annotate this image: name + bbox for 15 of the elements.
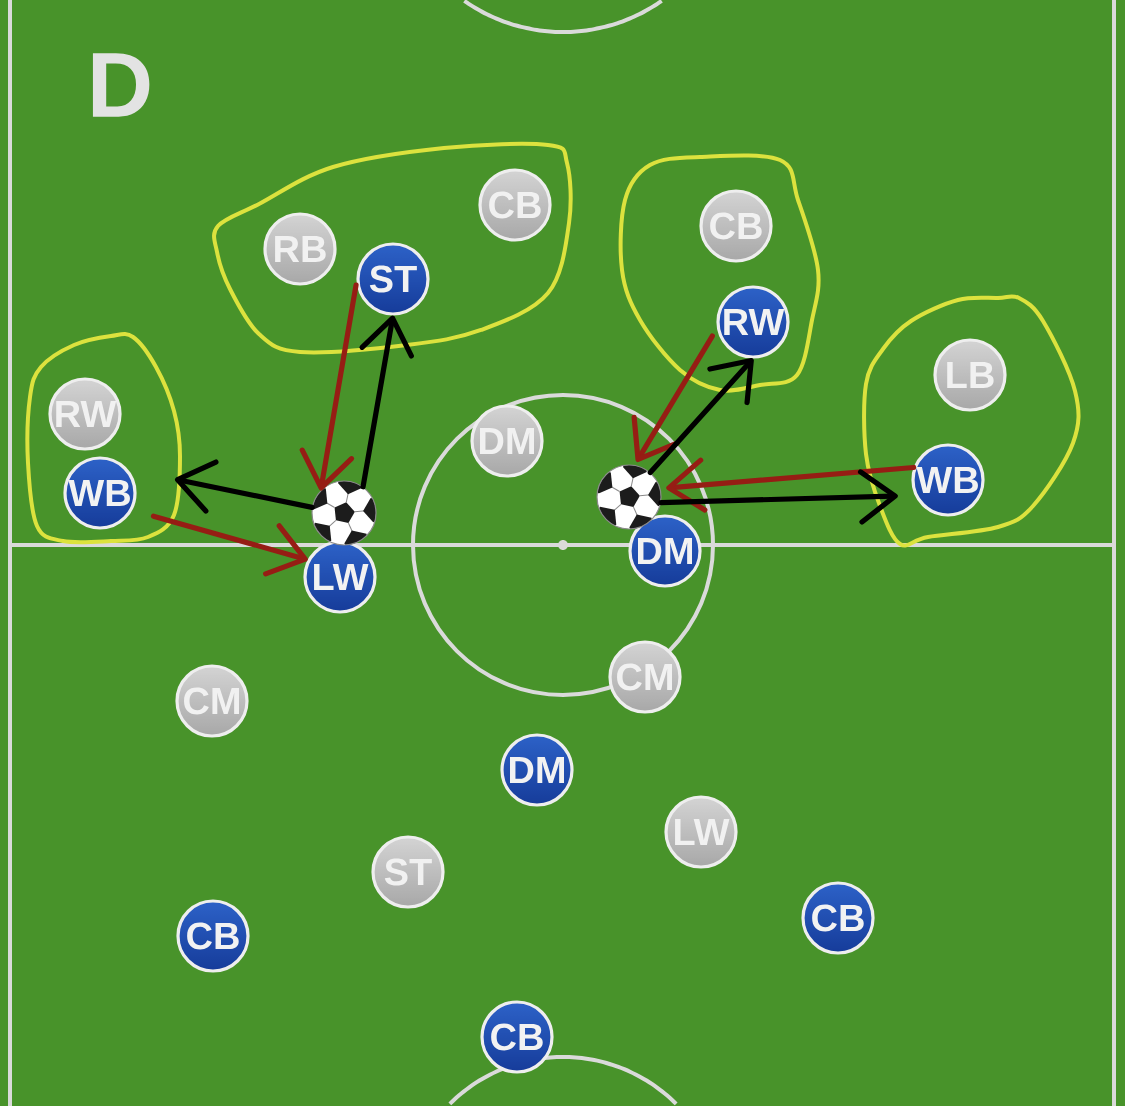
soccer-ball (311, 480, 377, 546)
arrow (658, 469, 898, 525)
highlight-loop (212, 141, 573, 355)
highlight-loop (618, 153, 821, 393)
highlight-loop (25, 332, 182, 545)
panel-letter: D (92, 53, 150, 117)
arrow (150, 513, 308, 577)
arrow (299, 282, 359, 491)
arrow (175, 459, 315, 514)
soccer-ball (596, 464, 662, 530)
arrow (631, 333, 715, 463)
highlight-loop (862, 294, 1081, 548)
arrow (666, 457, 917, 513)
arrow (647, 357, 754, 476)
arrow (359, 315, 414, 490)
